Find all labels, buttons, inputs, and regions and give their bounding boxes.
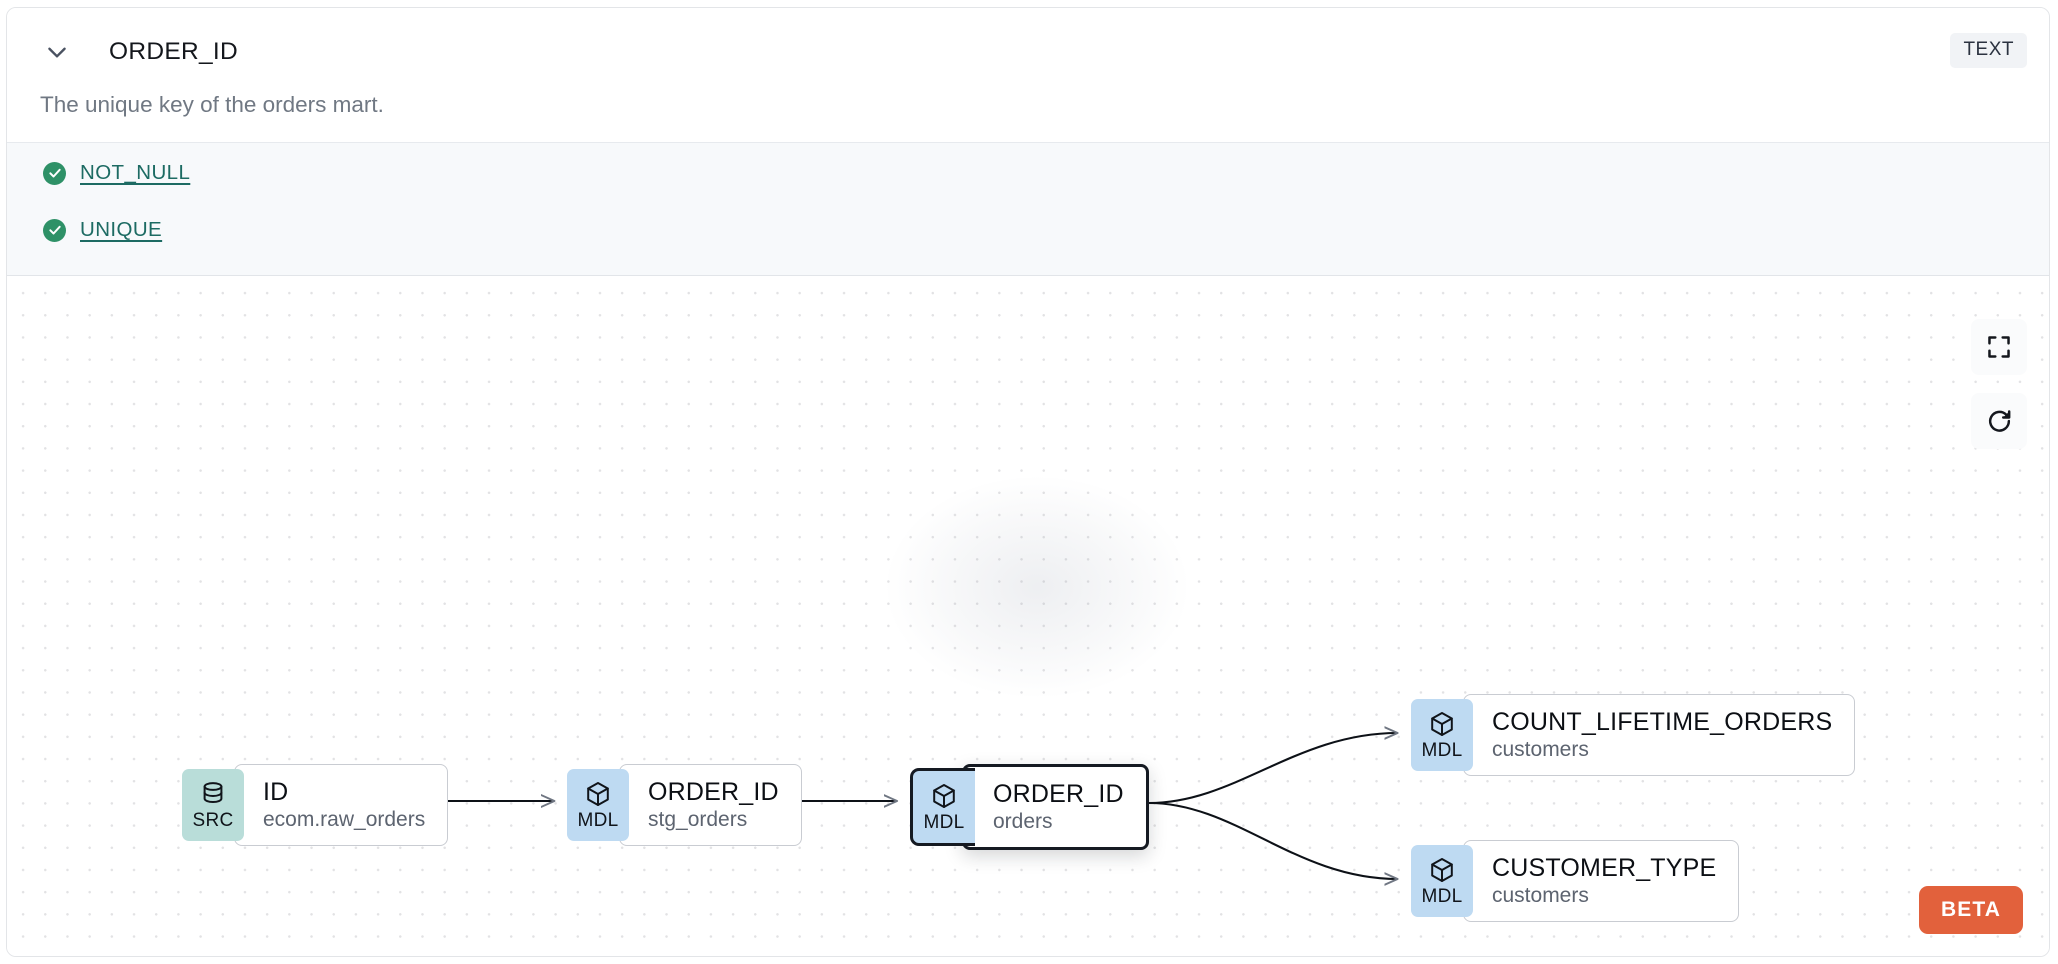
test-link[interactable]: NOT_NULL <box>80 161 191 184</box>
cube-icon <box>1431 712 1453 737</box>
lineage-node-customer-type[interactable]: MDL CUSTOMER_TYPE customers <box>1411 840 1740 923</box>
node-badge-label: MDL <box>1421 886 1463 908</box>
lineage-canvas[interactable]: SRC ID ecom.raw_orders MDL <box>7 277 2049 957</box>
node-badge-label: MDL <box>923 812 965 834</box>
node-model-name: stg_orders <box>648 808 748 832</box>
fit-view-button[interactable] <box>1971 319 2027 375</box>
node-badge-label: MDL <box>1421 740 1463 762</box>
node-column-name: ORDER_ID <box>993 780 1124 808</box>
node-badge-label: SRC <box>192 810 234 832</box>
node-model-name: customers <box>1492 884 1589 908</box>
node-column-name: COUNT_LIFETIME_ORDERS <box>1492 708 1833 736</box>
data-type-badge: TEXT <box>1950 33 2027 68</box>
chevron-down-icon[interactable] <box>40 35 74 69</box>
node-badge-label: MDL <box>577 810 619 832</box>
node-column-name: ORDER_ID <box>648 778 779 806</box>
canvas-controls <box>1971 319 2027 449</box>
lineage-node-orders-order-id[interactable]: MDL ORDER_ID orders <box>910 764 1149 851</box>
cube-icon <box>933 784 955 809</box>
test-link[interactable]: UNIQUE <box>80 218 163 241</box>
node-body: CUSTOMER_TYPE customers <box>1463 840 1740 923</box>
lineage-edges <box>395 277 2049 957</box>
database-icon <box>203 782 223 804</box>
selected-node-glow <box>887 477 1187 697</box>
test-row[interactable]: UNIQUE <box>43 218 162 242</box>
node-model-name: orders <box>993 810 1053 834</box>
fit-view-icon <box>1988 336 2010 358</box>
lineage-node-stg-order-id[interactable]: MDL ORDER_ID stg_orders <box>567 764 802 847</box>
node-model-name: ecom.raw_orders <box>263 808 426 832</box>
node-body: COUNT_LIFETIME_ORDERS customers <box>1463 694 1856 777</box>
column-detail-card: ORDER_ID TEXT The unique key of the orde… <box>6 7 2050 957</box>
beta-badge[interactable]: BETA <box>1918 886 2023 934</box>
node-column-name: CUSTOMER_TYPE <box>1492 854 1717 882</box>
edge-orders-to-count <box>1148 733 1398 805</box>
node-type-badge-mdl: MDL <box>567 769 629 842</box>
cube-icon <box>587 782 609 807</box>
lineage-node-src-id[interactable]: SRC ID ecom.raw_orders <box>182 764 449 847</box>
check-circle-icon <box>43 161 66 185</box>
test-row[interactable]: NOT_NULL <box>43 161 190 185</box>
node-type-badge-mdl: MDL <box>1411 699 1473 772</box>
node-type-badge-src: SRC <box>182 769 244 842</box>
edge-orders-to-customer-type <box>1148 801 1398 879</box>
lineage-node-count-lifetime-orders[interactable]: MDL COUNT_LIFETIME_ORDERS customers <box>1411 694 1856 777</box>
node-body: ID ecom.raw_orders <box>234 764 449 847</box>
cube-icon <box>1431 858 1453 883</box>
card-header: ORDER_ID TEXT <box>7 8 2049 85</box>
node-model-name: customers <box>1492 738 1589 762</box>
node-body: ORDER_ID orders <box>962 764 1149 851</box>
check-circle-icon <box>43 218 66 242</box>
node-type-badge-mdl: MDL <box>910 768 975 847</box>
node-type-badge-mdl: MDL <box>1411 845 1473 918</box>
node-body: ORDER_ID stg_orders <box>619 764 802 847</box>
node-column-name: ID <box>263 778 289 806</box>
reset-button[interactable] <box>1971 393 2027 449</box>
column-description: The unique key of the orders mart. <box>40 92 384 117</box>
page-title: ORDER_ID <box>109 38 239 65</box>
tests-section: NOT_NULL UNIQUE <box>7 142 2049 276</box>
refresh-icon <box>1988 409 2010 432</box>
